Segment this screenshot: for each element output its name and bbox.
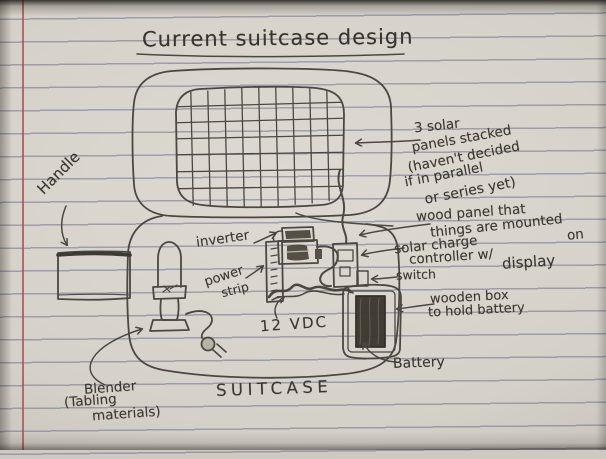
blender-cord bbox=[185, 310, 213, 339]
inverter-drawing bbox=[277, 226, 322, 265]
label-suitcase: SUITCASE bbox=[215, 376, 333, 401]
handle-drawing bbox=[56, 250, 132, 301]
arrow-power-strip bbox=[245, 266, 263, 279]
blender-drawing bbox=[149, 241, 227, 358]
arrow-switch bbox=[372, 277, 398, 279]
label-switch: switch bbox=[395, 266, 437, 283]
label-controller-3: display bbox=[501, 251, 556, 273]
page-title: Current suitcase design bbox=[141, 24, 414, 52]
solar-panel-drawing bbox=[175, 85, 345, 209]
title-underline bbox=[136, 53, 405, 58]
arrow-wood-panel bbox=[360, 223, 431, 235]
suitcase-lid-outline bbox=[131, 67, 393, 219]
solar-panel-grid bbox=[175, 87, 345, 208]
arrow-blender bbox=[89, 329, 142, 386]
label-battery: Battery bbox=[392, 354, 446, 372]
battery-box-drawing bbox=[342, 283, 402, 360]
arrow-handle bbox=[62, 205, 67, 245]
label-wood-panel-3: on bbox=[566, 226, 585, 244]
charge-controller-drawing bbox=[332, 242, 359, 288]
